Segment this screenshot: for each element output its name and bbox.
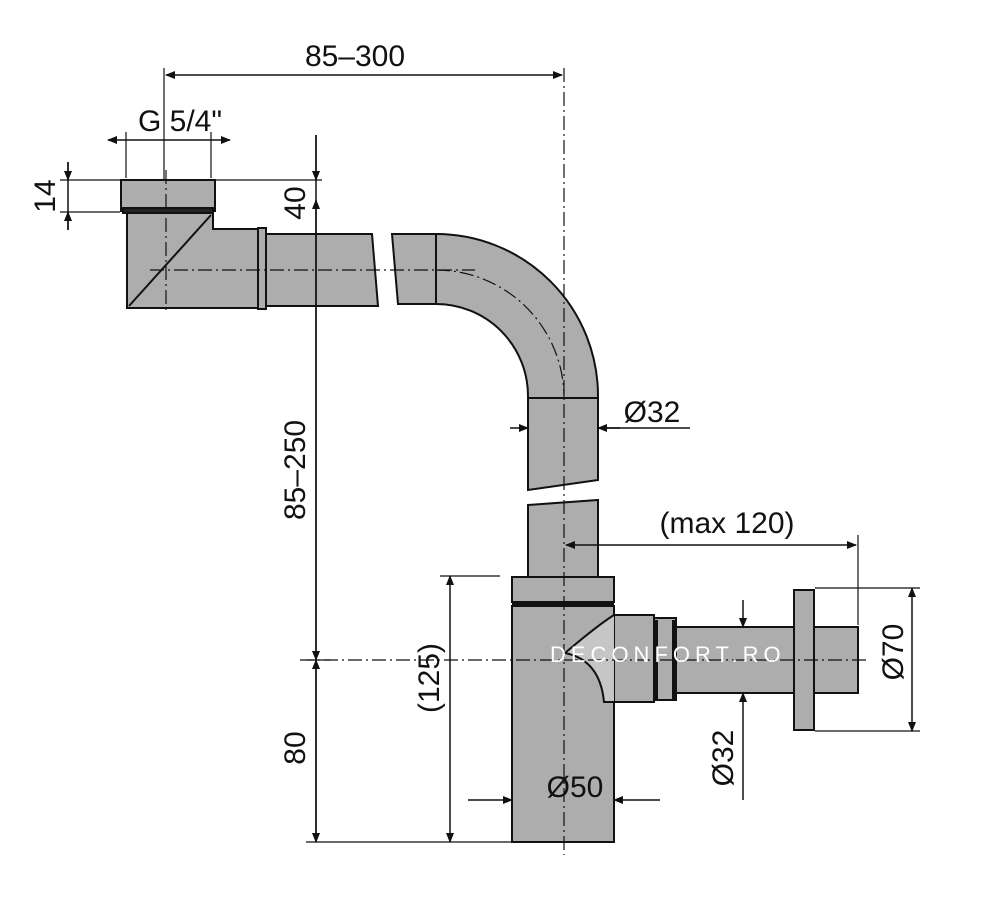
drain-internal-edge (128, 214, 212, 307)
drain-body (126, 212, 263, 309)
label-pipe-diameter-upper: Ø32 (624, 396, 681, 429)
label-outlet-reach: (max 120) (659, 507, 794, 540)
label-height-top: 14 (29, 179, 62, 212)
trap-body (511, 605, 615, 843)
outlet-dome (562, 614, 615, 703)
label-offset-top: 40 (279, 186, 312, 219)
vertical-pipe-lower (527, 498, 599, 579)
center-lines (150, 68, 870, 855)
label-trap-diameter: Ø50 (547, 771, 604, 804)
drain-nut (257, 227, 267, 310)
label-outlet-height: 80 (279, 731, 312, 764)
siphon-body (120, 179, 859, 843)
label-reach-vertical: 85–250 (279, 420, 312, 520)
trap-nut (511, 576, 615, 603)
pipe-bend (390, 233, 599, 399)
label-thread: G 5/4" (138, 105, 222, 138)
label-reach-horizontal: 85–300 (305, 40, 405, 73)
label-trap-height: (125) (413, 643, 446, 713)
watermark-text: DECONFORT.RO (550, 642, 786, 667)
dimension-lines (64, 71, 916, 843)
label-outlet-diameter: Ø32 (707, 730, 740, 787)
drain-cap (120, 179, 216, 212)
label-flange-diameter: Ø70 (877, 624, 910, 681)
vertical-pipe-upper (527, 397, 599, 492)
